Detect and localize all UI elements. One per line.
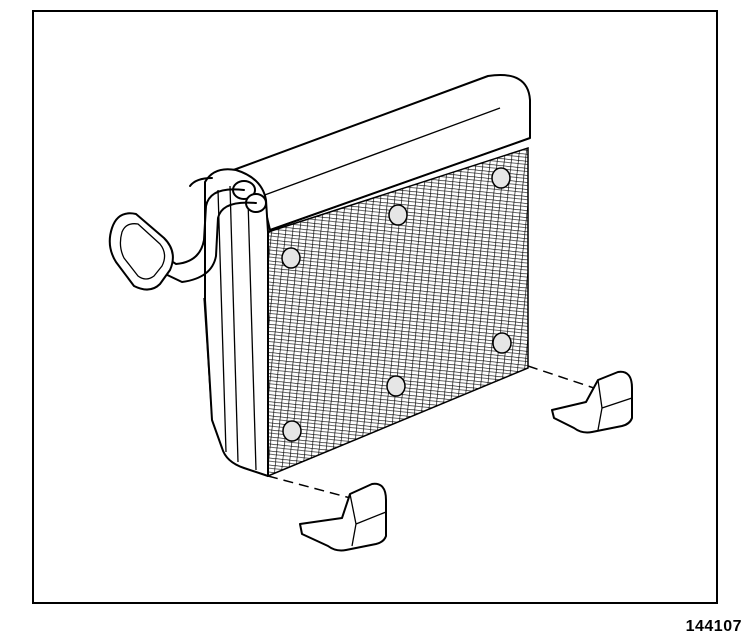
alignment-leaders: [267, 365, 601, 501]
seal-fastener: [386, 375, 406, 397]
seal-fastener: [282, 420, 302, 442]
inlet-flange: [108, 212, 174, 291]
refrigerant-tube: [139, 177, 257, 284]
seal-fastener: [492, 332, 512, 354]
mounting-bracket: [299, 482, 387, 552]
figure-frame: [32, 10, 718, 604]
mounting-bracket: [551, 370, 633, 434]
seal-fastener: [281, 247, 301, 269]
seal-fastener: [491, 167, 511, 189]
seal-fastener: [388, 204, 408, 226]
figure-number: 144107: [685, 618, 742, 635]
